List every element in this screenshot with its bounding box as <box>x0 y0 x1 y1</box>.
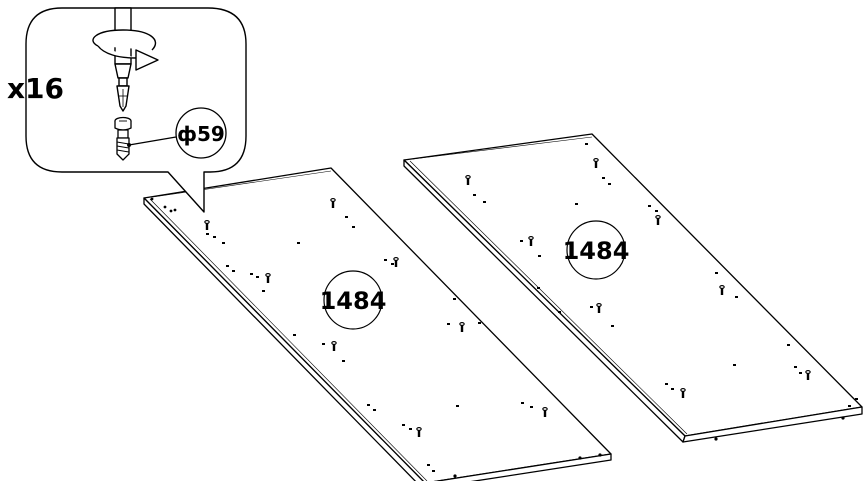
panel-right-part-badge: 1484 <box>563 220 630 280</box>
part-code-badge: ф59 <box>175 107 227 159</box>
rotation-arrow-icon <box>92 29 159 71</box>
panel-right-holes <box>473 143 858 441</box>
panel-right <box>403 133 863 443</box>
panel-left-part-badge: 1484 <box>320 270 387 330</box>
panel-left-holes <box>150 197 602 478</box>
screw-icon <box>114 116 132 161</box>
panel-left-part-number: 1484 <box>320 287 387 315</box>
part-code-text: ф59 <box>177 122 225 146</box>
detail-callout <box>25 7 247 213</box>
panel-left-screws <box>204 198 548 437</box>
panel-right-part-number: 1484 <box>563 237 630 265</box>
part-leader-line <box>128 136 177 146</box>
panel-right-screws <box>465 158 811 398</box>
quantity-label: x16 <box>7 72 64 105</box>
panel-left <box>143 167 612 481</box>
screwdriver-icon <box>114 7 132 112</box>
